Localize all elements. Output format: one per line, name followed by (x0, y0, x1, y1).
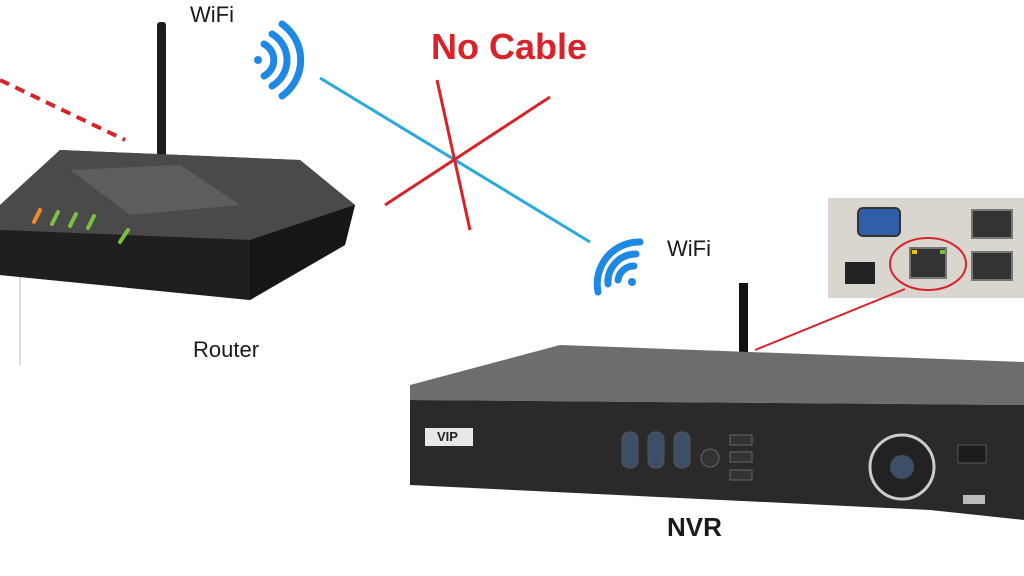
nvr-logo (425, 428, 473, 446)
no-cable-label: No Cable (431, 26, 588, 67)
pointer-line (754, 288, 906, 351)
power-button-icon (957, 444, 987, 464)
nvr-device (410, 283, 1024, 520)
nvr-label: NVR (667, 512, 722, 542)
usb-port-icon (845, 262, 875, 284)
vga-port-icon (857, 207, 901, 237)
router-antenna (157, 22, 166, 157)
router-leds (32, 208, 130, 244)
nvr-logo-text: VIP (437, 429, 458, 444)
rear-port-inset (828, 198, 1024, 298)
dashed-cable-line (0, 78, 126, 142)
ethernet-port-icon (971, 251, 1013, 281)
cross-icon (384, 79, 551, 231)
wifi-label-nvr: WiFi (667, 236, 711, 261)
wifi-icon (254, 20, 305, 100)
nvr-antenna (739, 283, 748, 353)
router-label: Router (193, 337, 260, 362)
highlight-circle (889, 237, 967, 291)
ethernet-port-icon (971, 209, 1013, 239)
router-device (0, 22, 355, 300)
wifi-label-router: WiFi (190, 2, 234, 27)
usb-port-icon (963, 495, 985, 504)
wifi-icon (593, 238, 644, 296)
